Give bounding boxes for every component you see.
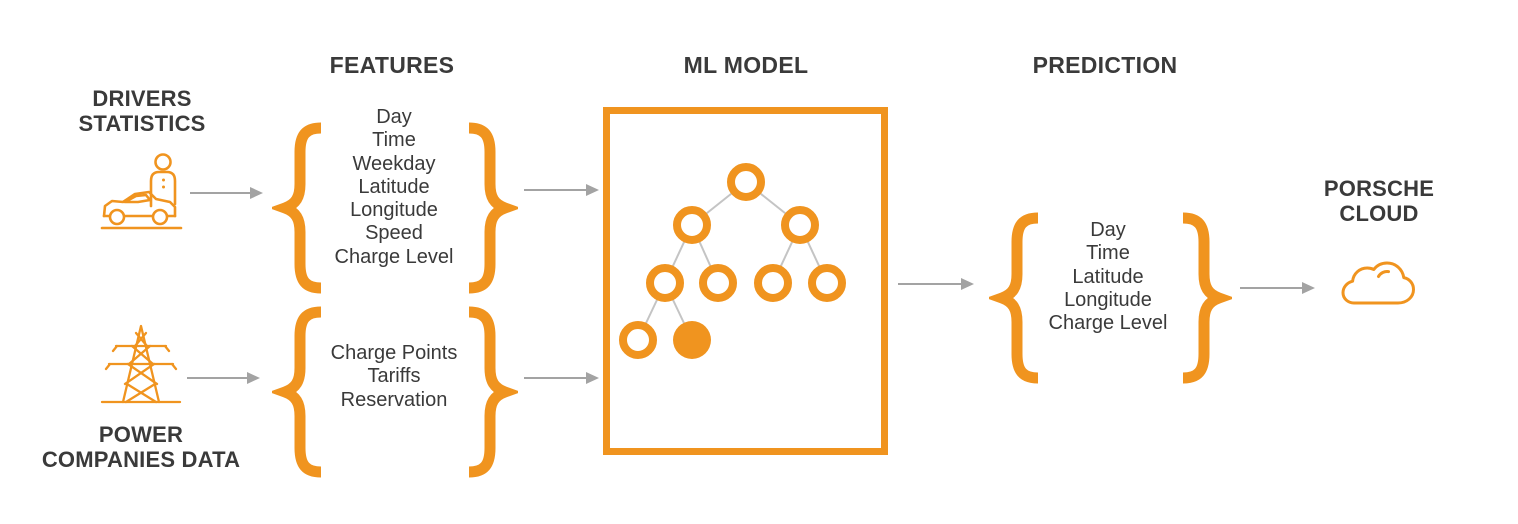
prediction-heading: PREDICTION [1032, 52, 1178, 78]
features-heading: FEATURES [329, 52, 455, 78]
arrow-drivers-to-features [190, 187, 263, 199]
driver-car-icon [100, 153, 183, 230]
list-item: Charge Level [334, 245, 454, 268]
list-item: Longitude [350, 199, 438, 222]
list-item: Time [372, 129, 416, 152]
arrow-power-to-features [187, 372, 260, 384]
list-item: Tariffs [367, 365, 421, 388]
arrow-prediction-to-cloud [1240, 282, 1315, 294]
arrow-features1-to-model [524, 184, 599, 196]
list-item: Longitude [1064, 288, 1152, 311]
list-item: Charge Points [330, 342, 458, 364]
power-label-line2: COMPANIES DATA [41, 447, 241, 472]
right-brace-icon [1182, 212, 1232, 384]
power-tower-icon [100, 324, 182, 404]
drivers-label-line2: STATISTICS [78, 111, 206, 136]
power-companies-label: POWER COMPANIES DATA [42, 422, 240, 472]
decision-tree-icon [619, 163, 846, 359]
right-brace-icon [468, 306, 518, 478]
list-item: Charge Level [1048, 312, 1168, 335]
left-brace-icon [272, 122, 322, 294]
drivers-statistics-label: DRIVERS STATISTICS [78, 86, 205, 136]
list-item: Day [1090, 219, 1126, 241]
power-label-line1: POWER [98, 422, 184, 447]
filled-leaf-node [673, 321, 711, 359]
ml-model-heading: ML MODEL [683, 52, 809, 78]
list-item: Time [1086, 242, 1130, 265]
list-item: Weekday [352, 152, 436, 175]
list-item: Latitude [1072, 265, 1144, 288]
list-item: Reservation [340, 388, 448, 411]
porsche-label-line2: CLOUD [1339, 201, 1419, 226]
list-item: Speed [365, 222, 423, 245]
arrow-model-to-prediction [898, 278, 974, 290]
right-brace-icon [468, 122, 518, 294]
arrow-features2-to-model [524, 372, 599, 384]
list-item: Latitude [358, 175, 430, 198]
drivers-label-line1: DRIVERS [92, 86, 192, 111]
left-brace-icon [272, 306, 322, 478]
cloud-icon [1341, 261, 1415, 305]
list-item: Day [376, 106, 412, 128]
porsche-label-line1: PORSCHE [1323, 176, 1435, 201]
porsche-cloud-label: PORSCHE CLOUD [1324, 176, 1434, 226]
left-brace-icon [989, 212, 1039, 384]
